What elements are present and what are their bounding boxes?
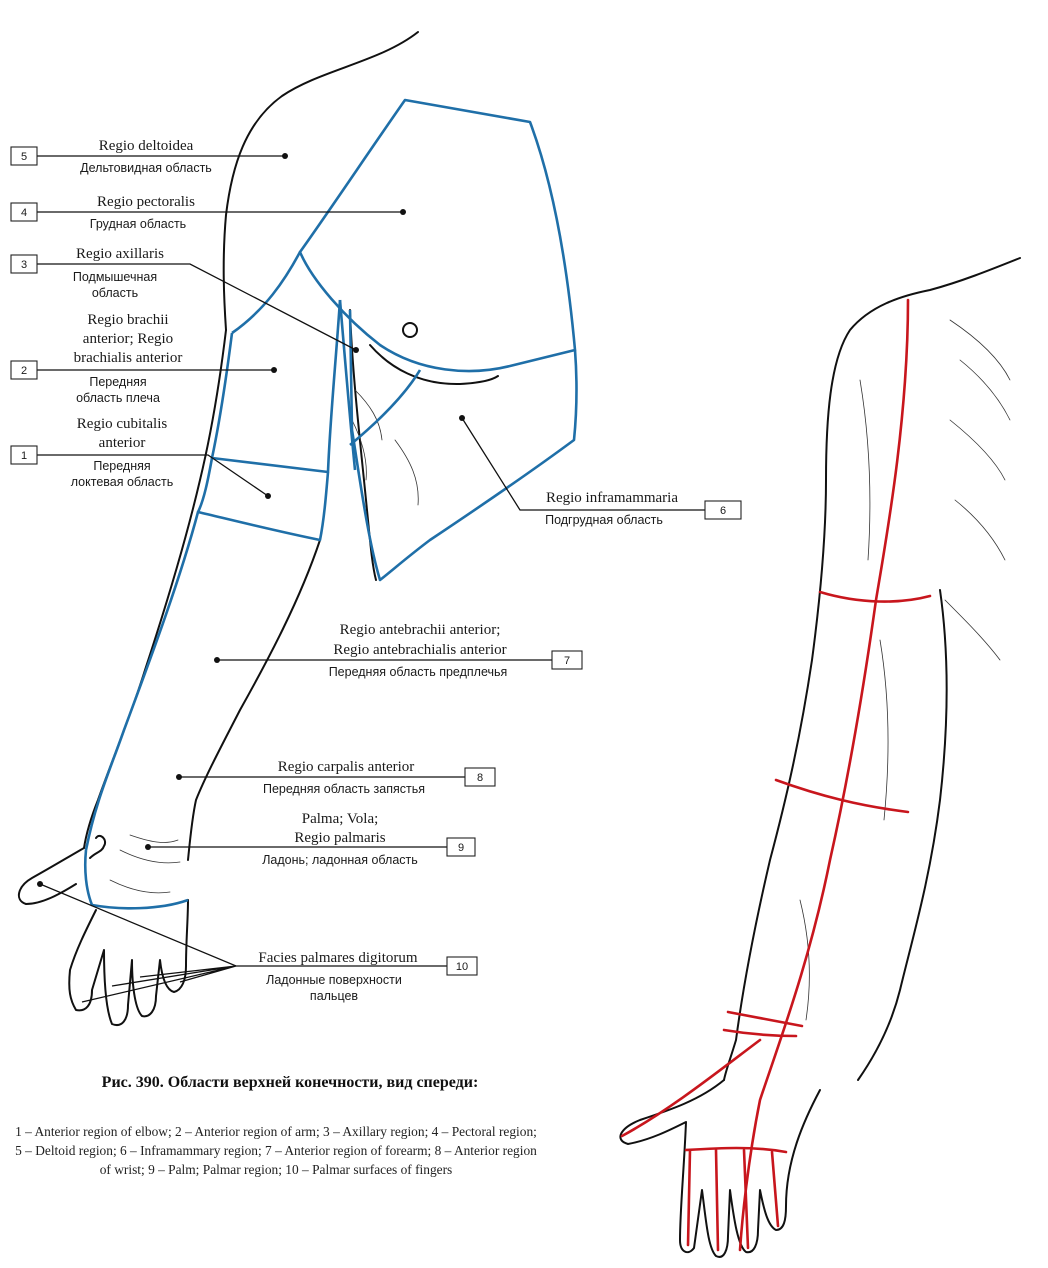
figure-caption-legend: 1 – Anterior region of elbow; 2 – Anteri… xyxy=(12,1122,540,1179)
arm-outer-outline xyxy=(84,330,226,848)
label-6-russian: Подгрудная область xyxy=(545,513,663,527)
label-2: 2 Regio brachii anterior; Regio brachial… xyxy=(11,312,182,405)
label-8-number: 8 xyxy=(477,772,483,784)
label-1: 1 Regio cubitalis anterior Передняя локт… xyxy=(11,416,173,489)
label-10-number: 10 xyxy=(456,961,468,973)
label-3: 3 Regio axillaris Подмышечная область xyxy=(11,246,164,300)
upper-arm-cross-line xyxy=(820,592,930,602)
nipple xyxy=(403,323,417,337)
right-arm-inner-outline xyxy=(858,590,947,1080)
label-10-russian-1: Ладонные поверхности xyxy=(266,973,402,987)
label-3-number: 3 xyxy=(21,259,27,271)
thumb-outline xyxy=(19,848,84,904)
label-9-number: 9 xyxy=(458,842,464,854)
label-6-latin: Regio inframammaria xyxy=(546,490,678,506)
wrist-border xyxy=(85,850,188,908)
label-7-latin-1: Regio antebrachii anterior; xyxy=(340,622,501,638)
wrist-cross-line-2 xyxy=(724,1030,796,1036)
right-arm-contour-lines xyxy=(800,380,888,1020)
label-8-russian: Передняя область запястья xyxy=(263,782,425,796)
left-arm-drawing xyxy=(19,32,577,1025)
label-3-russian-1: Подмышечная xyxy=(73,270,157,284)
arm-inner-outline xyxy=(188,540,320,860)
inframammary-region-border xyxy=(350,310,577,580)
right-arm-drawing xyxy=(620,258,1020,1257)
label-1-number: 1 xyxy=(21,450,27,462)
label-7-number: 7 xyxy=(564,655,570,667)
label-2-latin-3: brachialis anterior xyxy=(74,350,183,366)
label-2-number: 2 xyxy=(21,365,27,377)
thumb-axis-line xyxy=(622,1040,760,1136)
arm-region-border xyxy=(212,300,340,472)
label-10: 10 Facies palmares digitorum Ладонные по… xyxy=(258,950,477,1003)
label-9: 9 Palma; Vola; Regio palmaris Ладонь; ла… xyxy=(262,811,475,867)
right-shoulder-outline xyxy=(724,258,1020,1080)
label-7-russian: Передняя область предплечья xyxy=(329,665,508,679)
label-8-latin: Regio carpalis anterior xyxy=(278,759,415,775)
label-1-latin-1: Regio cubitalis xyxy=(77,416,168,432)
label-6: 6 Regio inframammaria Подгрудная область xyxy=(545,490,741,527)
right-chest-hatch xyxy=(945,320,1010,660)
label-4-russian: Грудная область xyxy=(90,217,186,231)
arm-axis-line xyxy=(740,300,908,1250)
label-2-latin-1: Regio brachii xyxy=(87,312,168,328)
label-5-number: 5 xyxy=(21,151,27,163)
label-6-number: 6 xyxy=(720,505,726,517)
label-4-number: 4 xyxy=(21,207,27,219)
label-7-latin-2: Regio antebrachialis anterior xyxy=(333,642,506,658)
deltoid-region-border xyxy=(232,252,300,333)
label-9-latin-2: Regio palmaris xyxy=(294,830,385,846)
label-2-russian-1: Передняя xyxy=(89,375,146,389)
label-9-latin-1: Palma; Vola; xyxy=(302,811,379,827)
label-1-russian-2: локтевая область xyxy=(71,475,174,489)
label-10-russian-2: пальцев xyxy=(310,989,358,1003)
label-4-latin: Regio pectoralis xyxy=(97,194,195,210)
right-hand-outline xyxy=(620,1080,820,1257)
label-5-latin: Regio deltoidea xyxy=(99,138,194,154)
label-7: 7 Regio antebrachii anterior; Regio ante… xyxy=(329,622,582,679)
figure-caption-title: Рис. 390. Области верхней конечности, ви… xyxy=(40,1074,540,1092)
palm-creases xyxy=(110,835,180,893)
label-2-latin-2: anterior; Regio xyxy=(83,331,173,347)
label-2-russian-2: область плеча xyxy=(76,391,160,405)
label-1-russian-1: Передняя xyxy=(93,459,150,473)
label-5-russian: Дельтовидная область xyxy=(80,161,212,175)
label-1-latin-2: anterior xyxy=(99,435,146,451)
label-3-latin: Regio axillaris xyxy=(76,246,164,262)
label-3-russian-2: область xyxy=(92,286,138,300)
forearm-inner-border xyxy=(86,512,198,850)
fingers-outline xyxy=(69,900,188,1025)
thumb-web-outline xyxy=(90,836,105,858)
label-9-russian: Ладонь; ладонная область xyxy=(262,853,418,867)
label-10-latin: Facies palmares digitorum xyxy=(258,950,417,966)
